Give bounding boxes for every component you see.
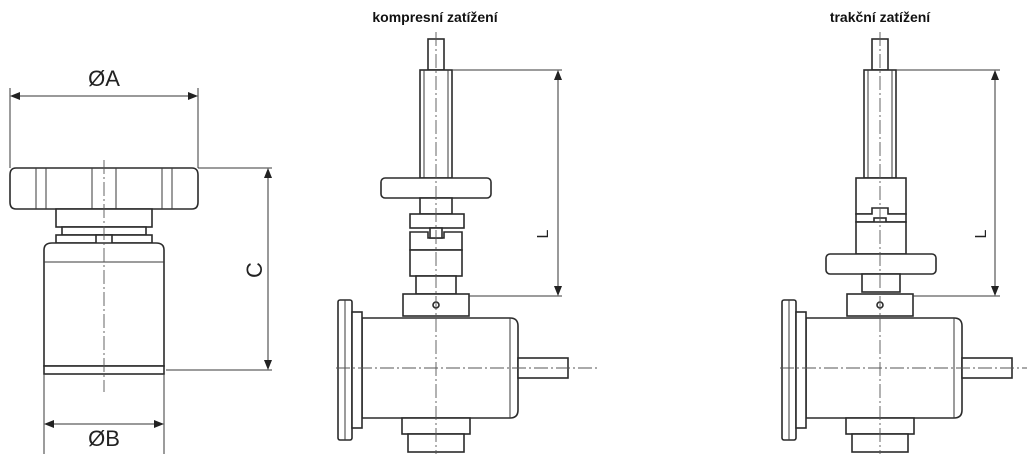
side-view-handwheel: ØA C ØB: [9, 66, 272, 454]
traction-load-view: trakční zatížení: [780, 9, 1027, 454]
dimension-b-label: ØB: [88, 426, 120, 451]
dimension-c-label: C: [242, 262, 267, 278]
dimension-l-label-compression: L: [535, 229, 552, 238]
compression-load-view: kompresní zatížení: [336, 9, 600, 454]
traction-title: trakční zatížení: [830, 9, 931, 25]
dimension-a-label: ØA: [88, 66, 120, 91]
compression-title: kompresní zatížení: [372, 9, 498, 25]
dimension-l-label-traction: L: [973, 229, 990, 238]
